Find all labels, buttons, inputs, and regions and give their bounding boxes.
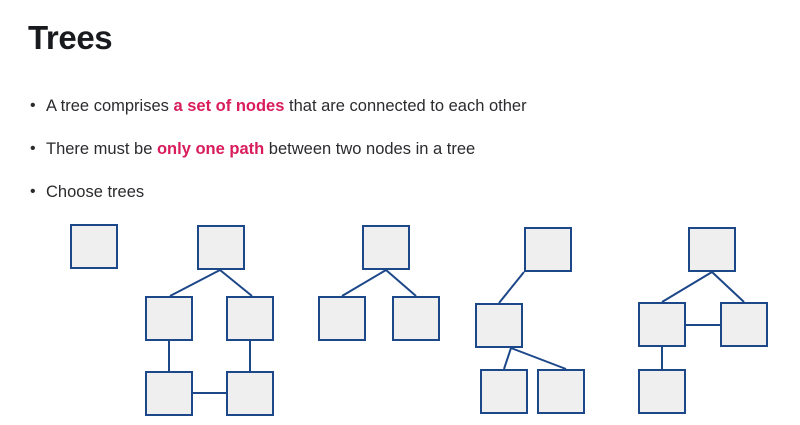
tree-edge: [219, 269, 253, 297]
bullet-emphasis: a set of nodes: [173, 97, 285, 115]
tree-node: [524, 227, 572, 272]
tree-node: [688, 227, 736, 272]
tree-node: [475, 303, 523, 348]
tree-edge: [385, 269, 417, 297]
bullet-plain: There must be: [46, 140, 157, 158]
tree-node: [145, 371, 193, 416]
bullet-item: • There must be only one path between two…: [30, 139, 770, 159]
tree-edge: [711, 271, 745, 303]
bullet-item: • Choose trees: [30, 182, 770, 202]
bullet-plain: that are connected to each other: [284, 97, 527, 115]
bullet-marker-icon: •: [30, 140, 36, 157]
tree-node: [318, 296, 366, 341]
tree-node: [226, 296, 274, 341]
tree-node: [145, 296, 193, 341]
page-title: Trees: [28, 19, 113, 56]
bullet-plain: Choose trees: [46, 183, 145, 201]
tree-node: [362, 225, 410, 270]
tree-edge: [503, 347, 512, 370]
bullet-item: • A tree comprises a set of nodes that ar…: [30, 96, 770, 116]
bullet-plain: A tree comprises: [46, 97, 174, 115]
tree-node: [392, 296, 440, 341]
tree-node: [70, 224, 118, 269]
tree-edge: [169, 269, 221, 297]
bullet-emphasis: only one path: [156, 140, 265, 158]
tree-edge: [498, 271, 525, 304]
bullet-text: A tree comprises a set of nodes that are…: [46, 96, 527, 116]
bullet-marker-icon: •: [30, 183, 36, 200]
tree-edge: [510, 347, 567, 370]
tree-node: [480, 369, 528, 414]
tree-node: [197, 225, 245, 270]
tree-node: [720, 302, 768, 347]
tree-node: [638, 369, 686, 414]
tree-edge: [341, 269, 387, 297]
bullet-list: • A tree comprises a set of nodes that ar…: [30, 96, 770, 225]
bullet-text: There must be only one path between two …: [46, 139, 475, 159]
tree-node: [638, 302, 686, 347]
bullet-text: Choose trees: [46, 182, 144, 202]
bullet-marker-icon: •: [30, 97, 36, 114]
tree-node: [226, 371, 274, 416]
bullet-plain: between two nodes in a tree: [264, 140, 476, 158]
tree-edge: [661, 271, 713, 303]
tree-node: [537, 369, 585, 414]
